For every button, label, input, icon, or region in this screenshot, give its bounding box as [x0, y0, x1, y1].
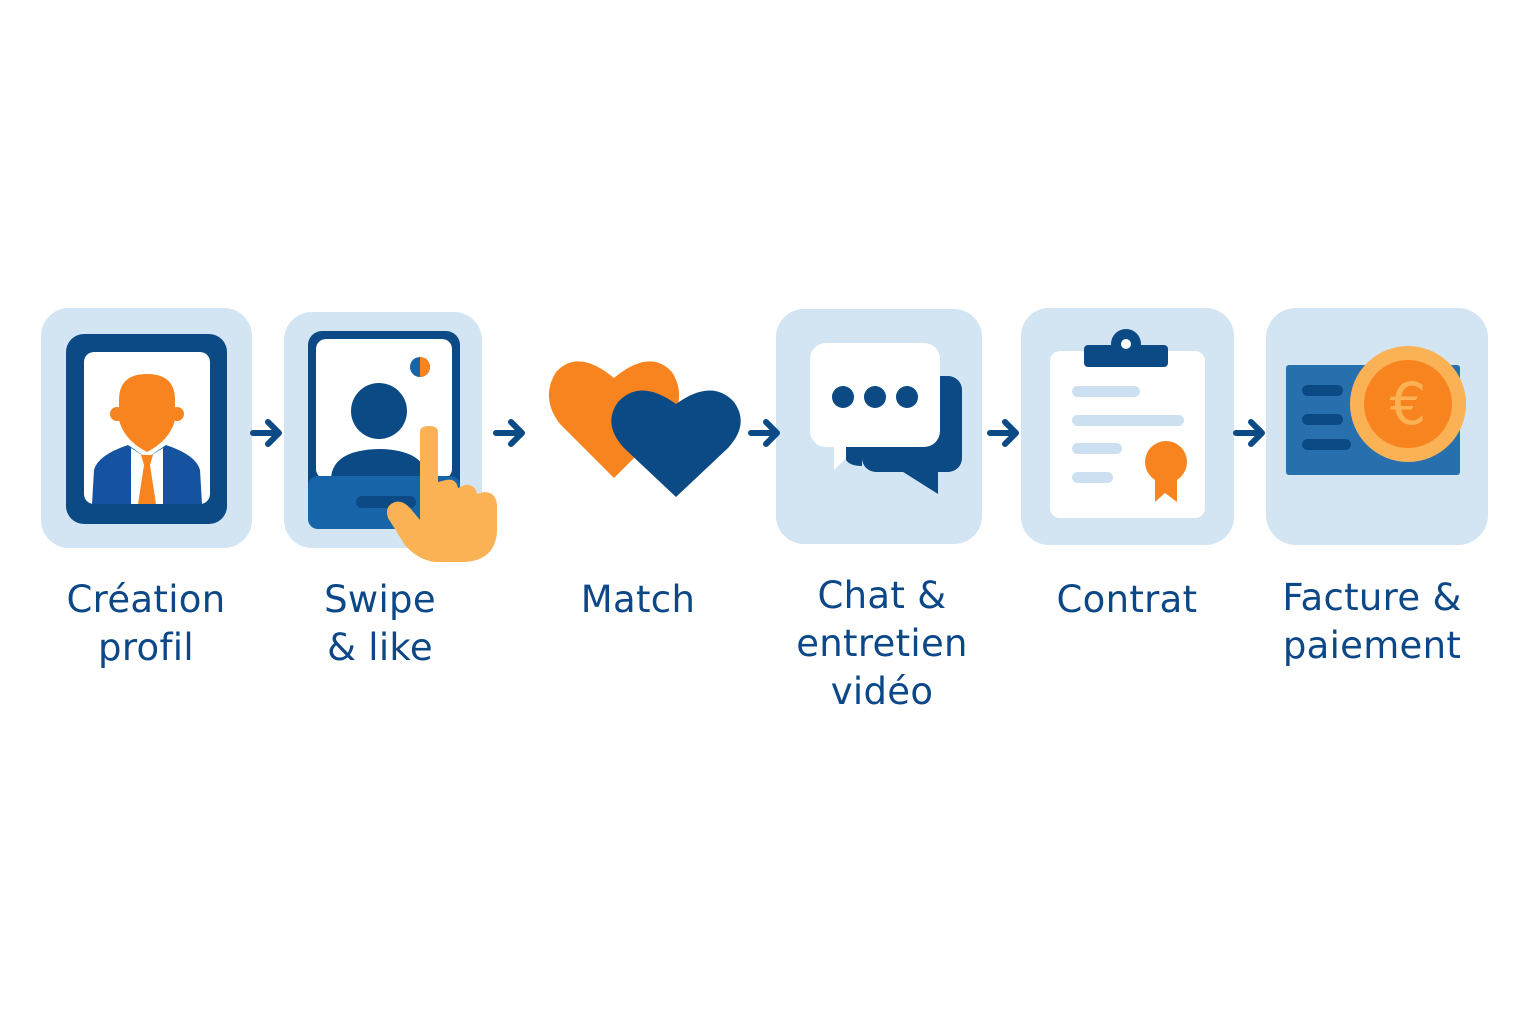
label-line: entretien — [796, 622, 968, 665]
label-line: profil — [98, 626, 194, 669]
chat-bubbles-icon — [776, 309, 982, 544]
label-line: & like — [327, 626, 433, 669]
arrow-right-icon — [987, 419, 1019, 447]
step-label-swipe-like: Swipe & like — [250, 576, 510, 672]
label-line: paiement — [1282, 624, 1462, 667]
arrow-right-icon — [250, 419, 282, 447]
invoice-euro-icon: € — [1266, 308, 1488, 545]
step-label-contrat: Contrat — [997, 576, 1257, 624]
label-line: Création — [66, 578, 226, 621]
swipe-phone-icon — [284, 312, 497, 562]
step-label-chat-entretien-video: Chat & entretien vidéo — [752, 572, 1012, 716]
arrow-right-icon — [748, 419, 780, 447]
step-label-creation-profil: Création profil — [16, 576, 276, 672]
label-line: Chat & — [817, 574, 947, 617]
label-line: Contrat — [1056, 578, 1198, 621]
profile-card-icon — [41, 308, 252, 548]
label-line: Match — [580, 578, 696, 621]
label-line: Facture & — [1282, 576, 1462, 619]
euro-symbol: € — [1390, 370, 1427, 438]
arrow-right-icon — [493, 419, 525, 447]
contract-clipboard-icon — [1021, 308, 1234, 545]
step-label-facture-paiement: Facture & paiement — [1242, 574, 1502, 670]
step-label-match: Match — [508, 576, 768, 624]
hearts-icon — [548, 361, 741, 497]
label-line: vidéo — [830, 670, 934, 713]
arrow-right-icon — [1233, 419, 1265, 447]
label-line: Swipe — [324, 578, 436, 621]
